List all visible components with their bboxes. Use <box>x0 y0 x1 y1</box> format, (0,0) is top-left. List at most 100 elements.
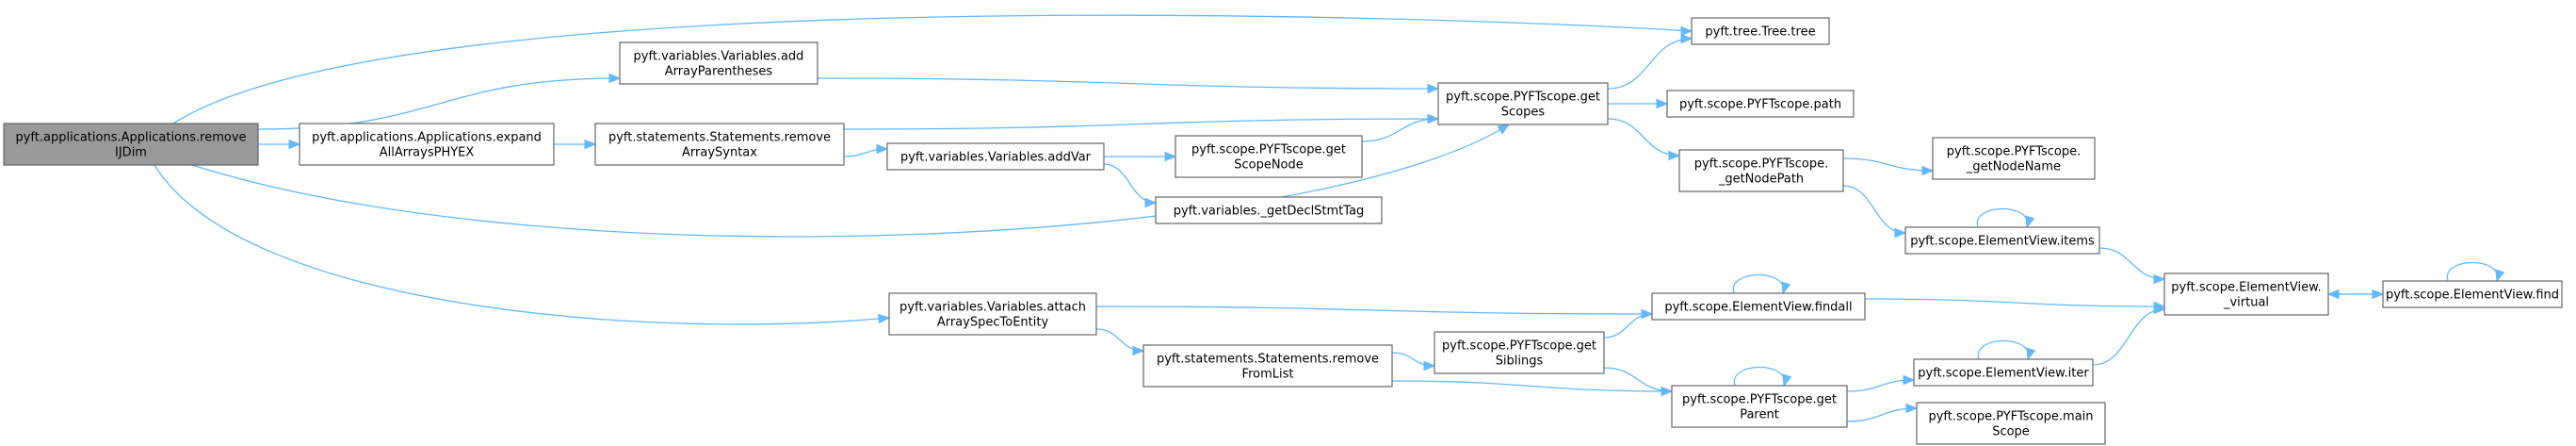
node-box <box>1913 358 2094 387</box>
node-label-line: pyft.tree.Tree.tree <box>1705 25 1815 40</box>
call-nodes: pyft.applications.Applications.removeIJD… <box>3 17 2563 445</box>
node-label-line: pyft.variables.Variables.add <box>634 50 804 64</box>
node-label-line: pyft.variables._getDeclStmtTag <box>1174 205 1365 219</box>
edge-line <box>1603 313 1653 339</box>
edge-line <box>817 77 1439 90</box>
edge-getscopes-to-tree <box>1607 33 1693 90</box>
edge-getnodepath-to-items <box>1842 185 1907 239</box>
node-getnodename[interactable]: pyft.scope.PYFTscope._getNodeName <box>1932 137 2096 180</box>
edge-arrowhead <box>1656 98 1669 109</box>
edge-line <box>2092 308 2165 366</box>
edge-line <box>2446 261 2499 282</box>
node-label-line: pyft.variables.Variables.attach <box>899 301 1086 315</box>
edge-line <box>2098 247 2165 280</box>
node-findall[interactable]: pyft.scope.ElementView.findall <box>1651 292 1866 321</box>
node-find[interactable]: pyft.scope.ElementView.find <box>2382 280 2563 308</box>
node-getnodepath[interactable]: pyft.scope.PYFTscope._getNodePath <box>1678 149 1844 192</box>
node-label-line: pyft.scope.PYFTscope.path <box>1679 98 1841 112</box>
node-tree[interactable]: pyft.tree.Tree.tree <box>1691 17 1830 45</box>
edge-arrowhead <box>288 139 301 150</box>
node-items[interactable]: pyft.scope.ElementView.items <box>1904 226 2100 255</box>
node-removefromlist[interactable]: pyft.statements.Statements.removeFromLis… <box>1142 344 1393 388</box>
node-box <box>1434 331 1605 374</box>
node-label-line: Scopes <box>1501 106 1546 120</box>
node-box <box>1691 17 1830 45</box>
node-label-line: pyft.applications.Applications.expand <box>312 131 542 145</box>
node-box <box>619 41 818 85</box>
edge-root-to-getscopes <box>191 124 1511 238</box>
edge-root-to-addparen <box>257 73 622 130</box>
edge-find-to-find <box>2446 261 2505 283</box>
node-attach[interactable]: pyft.variables.Variables.attachArraySpec… <box>888 292 1097 336</box>
node-box <box>1651 292 1866 321</box>
edge-arrowhead <box>584 139 597 150</box>
edge-line <box>1976 207 2029 228</box>
node-label-line: pyft.scope.ElementView.findall <box>1664 301 1852 315</box>
node-label-line: pyft.scope.PYFTscope.get <box>1191 143 1346 157</box>
node-box <box>1666 90 1855 118</box>
edge-arrowhead <box>2025 215 2035 229</box>
edge-line <box>172 14 1693 124</box>
node-label-line: pyft.scope.ElementView.find <box>2386 289 2559 303</box>
node-label-line: pyft.scope.ElementView.items <box>1910 235 2095 249</box>
node-label-line: Parent <box>1740 408 1779 422</box>
node-box <box>1155 196 1383 224</box>
node-expand[interactable]: pyft.applications.Applications.expandAll… <box>299 123 555 166</box>
edge-arrowhead <box>1894 227 1907 239</box>
edge-arrowhead <box>1905 403 1919 414</box>
node-label-line: pyft.scope.PYFTscope. <box>1694 157 1829 172</box>
node-label-line: pyft.applications.Applications.remove <box>15 131 246 145</box>
node-box <box>2163 273 2329 316</box>
edge-arrowhead <box>1423 360 1436 372</box>
node-iter[interactable]: pyft.scope.ElementView.iter <box>1913 358 2094 387</box>
node-getdecl[interactable]: pyft.variables._getDeclStmtTag <box>1155 196 1383 224</box>
edge-getscopenode-to-getscopes <box>1361 113 1440 142</box>
edge-arrowhead <box>1144 197 1158 208</box>
node-label-line: IJDim <box>115 146 147 160</box>
edge-arrowhead <box>608 73 622 84</box>
edge-line <box>1732 273 1785 294</box>
node-root[interactable]: pyft.applications.Applications.removeIJD… <box>3 123 259 166</box>
node-box <box>888 292 1097 336</box>
node-addparen[interactable]: pyft.variables.Variables.addArrayParenth… <box>619 41 818 85</box>
edge-arrowhead <box>1680 25 1693 37</box>
node-label-line: pyft.scope.PYFTscope.get <box>1442 339 1596 354</box>
edge-arrowhead <box>1661 386 1674 397</box>
node-virtual[interactable]: pyft.scope.ElementView._virtual <box>2163 273 2329 316</box>
edge-addvar-to-getdecl <box>1103 163 1158 208</box>
edge-getscopes-to-getnodepath <box>1607 118 1681 161</box>
node-label-line: FromList <box>1242 368 1294 382</box>
node-removearray[interactable]: pyft.statements.Statements.removeArraySy… <box>594 123 845 166</box>
node-box <box>2382 280 2563 308</box>
edge-findall-to-virtual <box>1864 298 2166 312</box>
edge-line <box>1607 118 1680 157</box>
edge-arrowhead <box>1903 374 1916 386</box>
edge-arrowhead <box>1680 33 1693 44</box>
node-addvar[interactable]: pyft.variables.Variables.addVar <box>886 142 1105 171</box>
edge-removefromlist-to-getparent <box>1391 380 1674 397</box>
node-box <box>1916 402 2106 445</box>
node-path[interactable]: pyft.scope.PYFTscope.path <box>1666 90 1855 118</box>
node-box <box>1175 135 1363 178</box>
node-label-line: pyft.scope.PYFTscope.main <box>1928 410 2093 424</box>
node-label-line: pyft.scope.PYFTscope.get <box>1682 393 1837 407</box>
edge-attach-to-removefromlist <box>1095 328 1145 356</box>
node-label-line: pyft.scope.ElementView.iter <box>1918 367 2089 381</box>
node-box <box>1142 344 1393 388</box>
node-label-line: pyft.statements.Statements.remove <box>1157 353 1379 367</box>
node-box <box>1671 385 1848 428</box>
edge-arrowhead <box>876 143 889 155</box>
node-label-line: pyft.scope.PYFTscope. <box>1947 145 2082 159</box>
node-label-line: pyft.scope.PYFTscope.get <box>1446 91 1600 105</box>
edge-arrowhead <box>1132 345 1145 356</box>
edge-line <box>1864 298 2165 307</box>
node-box <box>3 123 259 166</box>
edge-arrowhead <box>1427 113 1440 124</box>
call-edges <box>154 14 2505 422</box>
node-box <box>1678 149 1844 192</box>
